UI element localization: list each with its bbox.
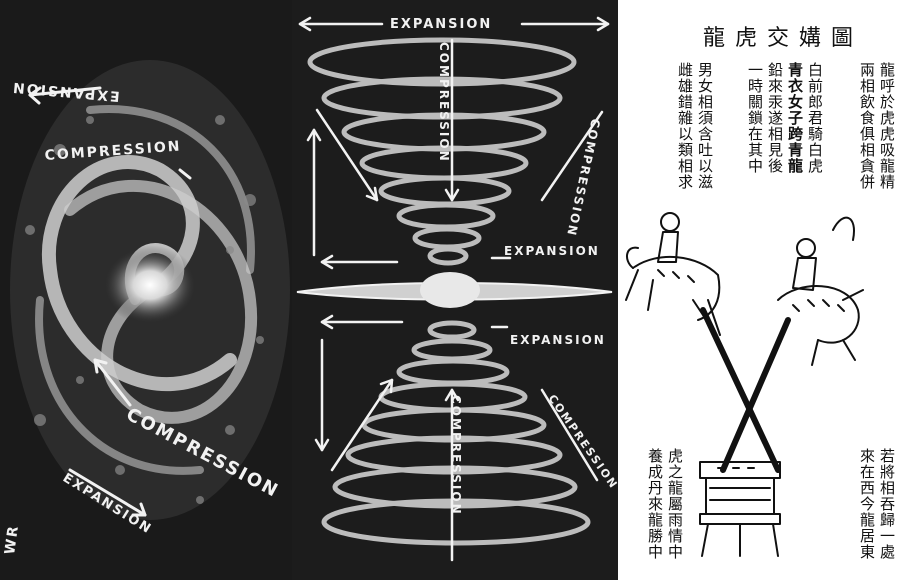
woodcut-column-2: 兩相飲食俱相貪併 — [858, 62, 876, 190]
woodcut-column-8: 雌雄錯雜以類相求 — [676, 62, 694, 190]
galaxy-dust — [25, 115, 264, 504]
vortex-label-expansion-middle: EXPANSION — [504, 244, 600, 258]
woodcut-column-bottom-2: 來在西今龍居東 — [858, 448, 876, 560]
vortex-arrows — [298, 16, 610, 562]
cauldron-icon — [699, 461, 781, 557]
vortex-drawing: EXPANSION COMPRESSION COMPRESSION EXPANS… — [296, 16, 618, 562]
woodcut-panel: 龍虎交媾圖 龍呼於虎虎吸龍精 兩相飲食俱相貪併 白前郎君騎白虎 青衣女子跨青龍 … — [618, 0, 903, 580]
vortex-label-expansion-middle-2: EXPANSION — [510, 333, 606, 347]
upper-vortex-rings — [307, 37, 577, 266]
galaxy-label-corner: WR — [2, 523, 22, 555]
vortex-panel: EXPANSION COMPRESSION COMPRESSION EXPANS… — [292, 0, 618, 580]
figure-on-dragon — [777, 216, 864, 366]
figure-on-tiger — [625, 212, 721, 336]
galaxy-panel: EXPANSION COMPRESSION COMPRESSION EXPANS… — [0, 0, 292, 580]
galaxy-core — [102, 245, 198, 325]
central-core — [420, 272, 480, 308]
woodcut-column-3: 白前郎君騎白虎 — [806, 62, 824, 174]
woodcut-column-1: 龍呼於虎虎吸龍精 — [878, 62, 896, 190]
vortex-label-compression-top: COMPRESSION — [437, 42, 451, 163]
woodcut-column-5: 鉛來汞遂相見後 — [766, 62, 784, 174]
woodcut-column-bottom-3: 虎之龍屬雨情中 — [666, 448, 684, 560]
galaxy-arrows — [28, 86, 192, 517]
woodcut-title: 龍虎交媾圖 — [702, 26, 863, 51]
vortex-label-compression-bottom: COMPRESSION — [449, 395, 463, 516]
vortex-label-expansion-top: EXPANSION — [390, 17, 492, 32]
lower-vortex-rings — [321, 320, 591, 546]
beam-right — [720, 317, 791, 473]
vortex-label-compression-right-top: COMPRESSION — [564, 117, 603, 238]
woodcut-column-bottom-1: 若將相吞歸一處 — [878, 448, 896, 560]
woodcut-column-bottom-4: 養成丹來龍勝中 — [646, 448, 664, 560]
galaxy-drawing: EXPANSION COMPRESSION COMPRESSION EXPANS… — [2, 60, 290, 556]
beam-left — [700, 307, 781, 473]
woodcut-column-4: 青衣女子跨青龍 — [786, 62, 804, 174]
woodcut-illustration — [625, 212, 864, 557]
woodcut-column-7: 男女相須含吐以滋 — [696, 62, 714, 190]
woodcut-column-6: 一時關鎖在其中 — [746, 62, 764, 174]
